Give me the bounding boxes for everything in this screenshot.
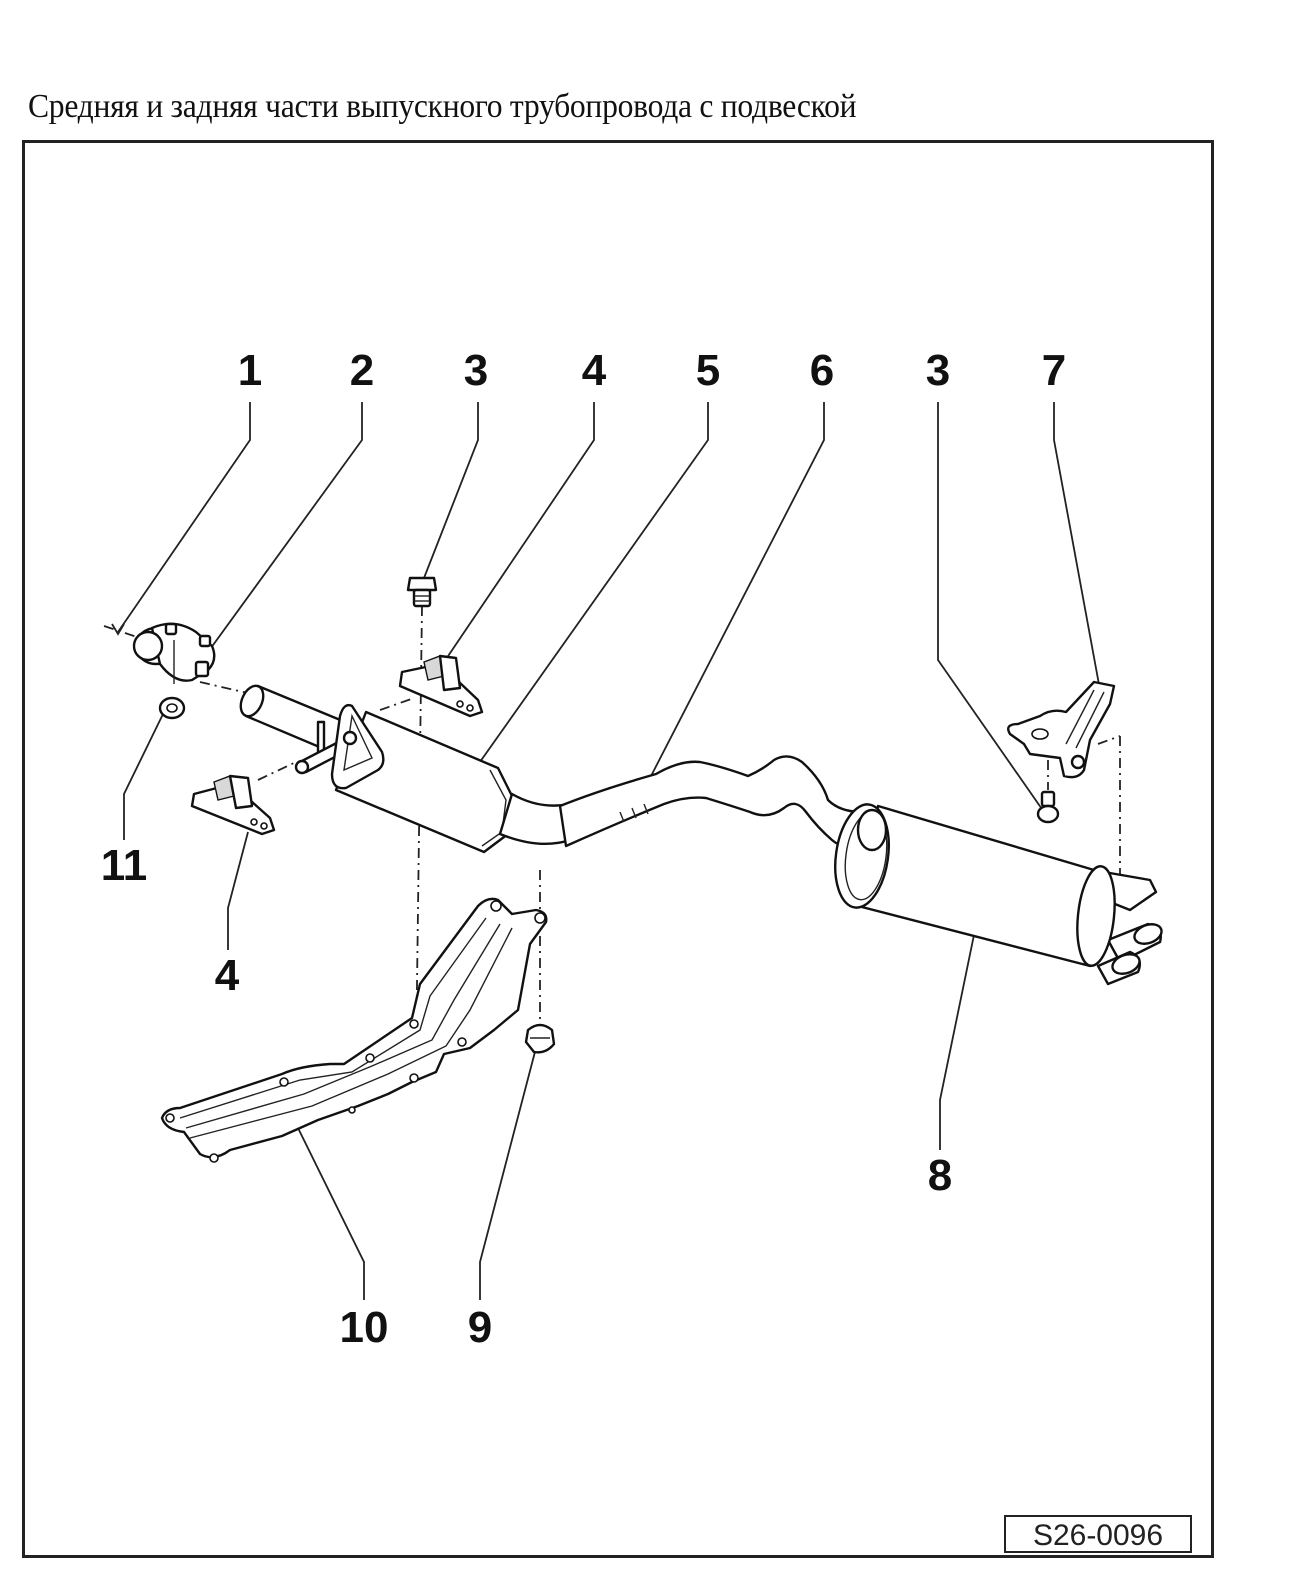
- bolt-part-3b: [1036, 790, 1060, 824]
- leader-5: [469, 402, 709, 777]
- leader-9: [479, 1047, 537, 1300]
- callout-4b: 4: [215, 951, 240, 1000]
- callout-7: 7: [1042, 346, 1066, 395]
- leader-8: [939, 895, 983, 1150]
- nut-part-11: [158, 696, 186, 720]
- hanger-bracket-part-4a: [398, 654, 484, 718]
- leader-4b: [227, 831, 249, 950]
- center-muffler-part-5: [239, 684, 614, 854]
- callout-1: 1: [238, 346, 262, 395]
- callout-11: 11: [101, 841, 148, 890]
- rear-hanger-part-7: [1007, 680, 1116, 779]
- leader-10: [297, 1127, 365, 1300]
- leader-lines: [103, 402, 1101, 1300]
- leader-4a: [439, 402, 595, 669]
- rear-muffler-part-8: [834, 803, 1163, 986]
- callout-10: 10: [340, 1303, 389, 1352]
- pipe-axis-1: [103, 625, 141, 639]
- callout-8: 8: [928, 1151, 952, 1200]
- leader-11: [123, 711, 165, 840]
- assembly-line-bracket-4a: [379, 697, 415, 711]
- assembly-line-clamp: [199, 681, 253, 695]
- callout-5: 5: [696, 346, 720, 395]
- callout-3a: 3: [464, 346, 488, 395]
- heat-shield-part-10: [160, 897, 548, 1163]
- callout-6: 6: [810, 346, 834, 395]
- arrowhead-1: [111, 623, 125, 636]
- leader-3b: [937, 402, 1045, 813]
- assembly-line-hanger-7b: [1097, 735, 1121, 745]
- connecting-pipe-part-6: [558, 755, 872, 850]
- clamp-part-2: [132, 622, 216, 684]
- callout-3b: 3: [926, 346, 950, 395]
- hanger-bracket-part-4b: [190, 774, 276, 836]
- leader-7: [1053, 402, 1101, 691]
- leader-1: [117, 402, 251, 633]
- callout-9: 9: [468, 1303, 492, 1352]
- assembly-line-bracket-4b: [257, 761, 297, 781]
- leader-2: [207, 402, 363, 653]
- leader-6: [649, 402, 825, 779]
- page-title: Средняя и задняя части выпускного трубоп…: [28, 88, 857, 125]
- leader-3a: [423, 402, 479, 579]
- diagram-frame: [22, 140, 1214, 1558]
- callout-2: 2: [350, 346, 374, 395]
- nut-part-9: [524, 1023, 556, 1054]
- callout-4a: 4: [582, 346, 607, 395]
- figure-reference-box: S26-0096: [1004, 1515, 1192, 1553]
- bolt-part-3a: [406, 576, 438, 608]
- assembly-lines: [199, 605, 1121, 1061]
